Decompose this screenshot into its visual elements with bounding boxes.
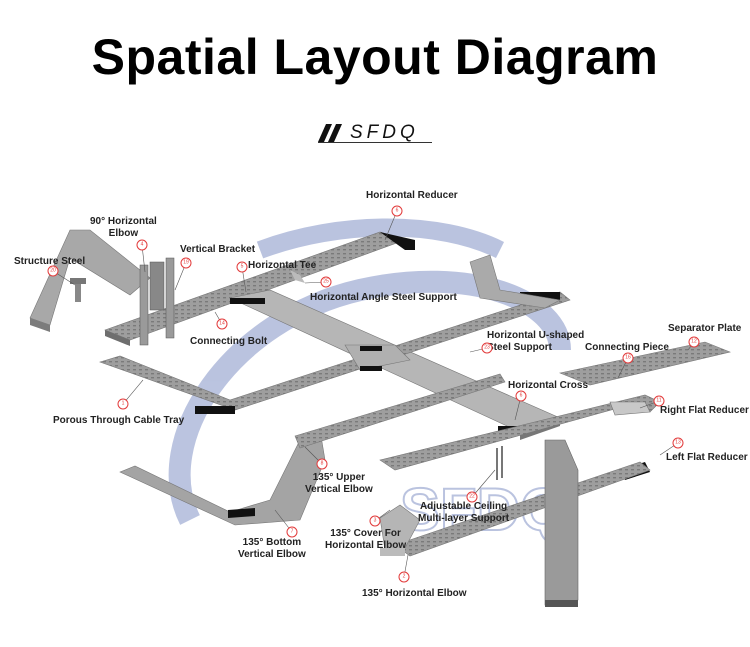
label-horizontal-angle-steel-support: Horizontal Angle Steel Support xyxy=(310,292,457,303)
upper-tray-run xyxy=(29,229,415,346)
label-connecting-piece: Connecting Piece xyxy=(585,342,669,353)
label-left-flat-reducer: Left Flat Reducer xyxy=(666,452,748,463)
callout-marker: 14 xyxy=(216,318,228,330)
callout-marker: 11 xyxy=(653,395,665,407)
callout-marker: 8 xyxy=(316,458,328,470)
structure-steel xyxy=(70,278,86,302)
callout-marker: 7 xyxy=(286,526,298,538)
adjustable-ceiling-support xyxy=(496,446,503,480)
callout-marker: 19 xyxy=(180,257,192,269)
callout-marker: 25 xyxy=(320,276,332,288)
label-horizontal-reducer: Horizontal Reducer xyxy=(366,190,458,201)
callout-marker: 13 xyxy=(672,437,684,449)
callout-marker: 2 xyxy=(398,571,410,583)
label-90-horizontal-elbow: 90° Horizontal Elbow xyxy=(90,216,157,239)
label-separator-plate: Separator Plate xyxy=(668,323,742,334)
callout-marker: 6 xyxy=(515,390,527,402)
page-title: Spatial Layout Diagram xyxy=(91,29,659,85)
vertical-bracket xyxy=(139,257,175,346)
brand-name: SFDQ xyxy=(350,122,419,143)
callout-marker: 16 xyxy=(622,352,634,364)
label-135-horizontal-elbow: 135° Horizontal Elbow xyxy=(362,588,467,599)
bottom-horizontal-elbow xyxy=(379,504,421,556)
right-tray-runs xyxy=(379,341,731,557)
label-135-upper-vertical-elbow: 135° Upper Vertical Elbow xyxy=(305,472,373,495)
callout-marker: 12 xyxy=(688,336,700,348)
label-vertical-bracket: Vertical Bracket xyxy=(180,244,256,255)
label-horizontal-cross: Horizontal Cross xyxy=(508,380,589,391)
callout-marker: 1 xyxy=(117,398,129,410)
callout-marker: 5 xyxy=(236,261,248,273)
label-horizontal-tee: Horizontal Tee xyxy=(248,260,317,271)
callout-marker: 6 xyxy=(391,205,403,217)
callout-marker: 22 xyxy=(466,491,478,503)
label-connecting-bolt: Connecting Bolt xyxy=(190,336,268,347)
label-porous-through-cable-tray: Porous Through Cable Tray xyxy=(53,415,185,426)
label-135-bottom-vertical-elbow: 135° Bottom Vertical Elbow xyxy=(238,537,306,560)
callout-marker: 4 xyxy=(136,239,148,251)
callout-marker: 23 xyxy=(481,342,493,354)
callout-marker: 20 xyxy=(47,265,59,277)
label-structure-steel: Structure Steel xyxy=(14,256,86,267)
label-135-cover-horizontal-elbow: 135° Cover For Horizontal Elbow xyxy=(325,528,407,551)
lower-elbow-run xyxy=(119,373,506,526)
u-shaped-run xyxy=(469,254,561,309)
callout-marker: 3 xyxy=(369,515,381,527)
brand-underline xyxy=(318,142,432,143)
brand-logo: SFDQ xyxy=(318,120,419,146)
brand-slash-icon xyxy=(318,124,342,142)
vertical-drop xyxy=(544,439,579,607)
label-horizontal-u-shaped-steel-support: Horizontal U-shaped Steel Support xyxy=(487,330,585,353)
label-adjustable-ceiling-support: Adjustable Ceiling Multi-layer Support xyxy=(418,501,510,524)
label-right-flat-reducer: Right Flat Reducer xyxy=(660,405,749,416)
